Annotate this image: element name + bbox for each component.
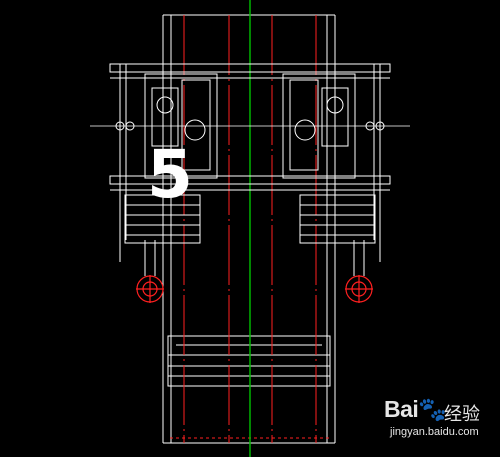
watermark-url: jingyan.baidu.com [390, 426, 479, 438]
frame-outline [162, 14, 336, 444]
baidu-logo: Bai🐾 [384, 396, 447, 423]
left-wheel [136, 275, 164, 303]
wheel-supports [144, 240, 365, 276]
baidu-logo-text: Bai [384, 396, 419, 422]
baidu-jingyan-watermark: Bai🐾 经验 jingyan.baidu.com [384, 396, 494, 452]
red-guide-lines [170, 15, 330, 443]
right-wheel [345, 275, 373, 303]
cross-beams [90, 63, 410, 262]
right-drive-unit [282, 73, 385, 244]
step-number-label: 5 [147, 136, 193, 213]
paw-icon: 🐾 [418, 396, 447, 422]
jingyan-label: 经验 [444, 404, 480, 425]
left-drive-unit [115, 73, 218, 244]
